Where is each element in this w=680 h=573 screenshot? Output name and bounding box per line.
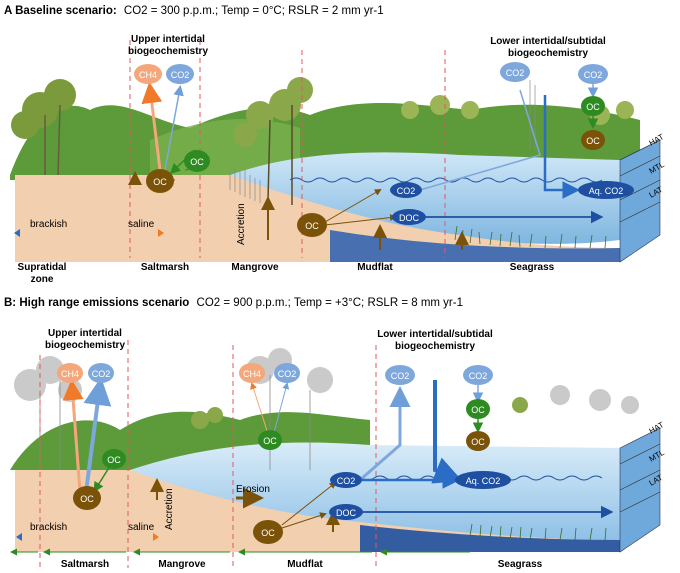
svg-text:OC: OC — [153, 177, 167, 187]
oc-pool-b-saltmarsh — [73, 486, 101, 510]
accretion-label-a: Accretion — [236, 203, 247, 245]
svg-text:DOC: DOC — [336, 508, 357, 518]
co2-pool-a-upper — [166, 64, 194, 84]
svg-text:OC: OC — [586, 102, 600, 112]
svg-text:CO2: CO2 — [469, 371, 488, 381]
erosion-label-b: Erosion — [236, 484, 270, 495]
co2-pool-b-upper — [88, 363, 114, 383]
saline-label-b: saline — [128, 522, 155, 533]
zone-seagrass-b: Seagrass — [498, 559, 543, 570]
co2-pool-b-mangrove — [274, 363, 300, 383]
panel-b-sediment — [15, 470, 620, 552]
svg-text:CO2: CO2 — [506, 68, 525, 78]
zone-mangrove-a: Mangrove — [231, 262, 279, 273]
saline-label-a: saline — [128, 219, 155, 230]
lower-biogeo-header-a: Lower intertidal/subtidal — [490, 36, 606, 47]
oc-pool-b-seagrass — [466, 431, 490, 451]
oc-pool-a-saltmarsh — [146, 169, 174, 193]
zone-mudflat-a: Mudflat — [357, 262, 393, 273]
zone-supratidal-a: Supratidal — [18, 262, 67, 273]
svg-text:CH4: CH4 — [139, 70, 157, 80]
aq-co2-pool-b — [455, 471, 511, 489]
brackish-label-b: brackish — [30, 522, 67, 533]
zone-mangrove-b: Mangrove — [158, 559, 206, 570]
co2-pool-b-lower-right — [463, 365, 493, 385]
ch4-pool-b-mangrove — [239, 363, 265, 383]
oc-green-pool-b-seagrass — [466, 399, 490, 419]
lower-biogeo-header-a-2: biogeochemistry — [508, 48, 588, 59]
oc-green-pool-a-seagrass — [581, 96, 605, 116]
oc-pool-a-mudflat — [297, 213, 327, 237]
svg-text:CH4: CH4 — [243, 369, 261, 379]
panel-b-water — [130, 442, 620, 544]
upper-biogeo-header-b: Upper intertidal — [48, 328, 122, 339]
aq-co2-pool-a — [578, 181, 634, 199]
svg-text:OC: OC — [471, 405, 485, 415]
zone-mudflat-b: Mudflat — [287, 559, 323, 570]
ch4-pool-b — [57, 363, 83, 383]
doc-pool-b — [329, 504, 363, 520]
svg-text:OC: OC — [80, 494, 94, 504]
zone-supratidal-a-2: zone — [31, 274, 54, 285]
co2-pool-a-lower-left — [500, 62, 530, 82]
co2-pool-b-lower-left — [385, 365, 415, 385]
oc-pool-b-mudflat — [253, 520, 283, 544]
panel-b-title: B: High range emissions scenario CO2 = 9… — [4, 297, 463, 309]
svg-text:Aq. CO2: Aq. CO2 — [589, 186, 624, 196]
zone-seagrass-a: Seagrass — [510, 262, 555, 273]
brackish-label-a: brackish — [30, 219, 67, 230]
upper-biogeo-header-a: Upper intertidal — [131, 34, 205, 45]
panel-a-title: A Baseline scenario: CO2 = 300 p.p.m.; T… — [4, 5, 384, 17]
co2-pool-a-mudflat — [390, 182, 422, 198]
svg-text:OC: OC — [471, 437, 485, 447]
upper-biogeo-header-a-2: biogeochemistry — [128, 46, 208, 57]
panel-a-flux-arrows — [128, 82, 604, 250]
svg-text:DOC: DOC — [399, 213, 420, 223]
co2-pool-b-mudflat — [330, 472, 362, 488]
panel-b-pools: CH4 CO2 OC OC CH4 CO2 OC OC CO2 DOC CO2 … — [57, 363, 511, 544]
panel-b-block-side — [619, 427, 661, 553]
ch4-pool-a — [134, 64, 162, 84]
panel-a-block-side — [619, 139, 661, 263]
svg-text:OC: OC — [261, 528, 275, 538]
oc-pool-a-seagrass — [581, 130, 605, 150]
svg-text:CO2: CO2 — [278, 369, 297, 379]
zone-saltmarsh-a: Saltmarsh — [141, 262, 189, 273]
svg-text:CO2: CO2 — [584, 70, 603, 80]
svg-text:CO2: CO2 — [171, 70, 190, 80]
svg-text:OC: OC — [586, 136, 600, 146]
doc-pool-a — [392, 209, 426, 225]
svg-text:OC: OC — [190, 157, 204, 167]
oc-green-pool-b-mangrove — [258, 430, 282, 450]
panel-b-flux-arrows — [62, 377, 614, 532]
accretion-label-b: Accretion — [164, 488, 175, 530]
svg-text:CO2: CO2 — [391, 371, 410, 381]
upper-biogeo-header-b-2: biogeochemistry — [45, 340, 125, 351]
svg-text:CO2: CO2 — [397, 186, 416, 196]
svg-text:CO2: CO2 — [337, 476, 356, 486]
lower-biogeo-header-b: Lower intertidal/subtidal — [377, 329, 493, 340]
panel-a-water — [230, 152, 620, 244]
panel-b-zone-dividers — [39, 340, 377, 568]
oc-green-pool-a — [184, 150, 210, 172]
svg-text:CO2: CO2 — [92, 369, 111, 379]
svg-text:Aq. CO2: Aq. CO2 — [466, 476, 501, 486]
svg-text:OC: OC — [107, 455, 121, 465]
svg-text:CH4: CH4 — [61, 369, 79, 379]
svg-text:OC: OC — [263, 436, 277, 446]
oc-green-pool-b — [102, 449, 126, 469]
lower-biogeo-header-b-2: biogeochemistry — [395, 341, 475, 352]
panel-a-pools: CH4 CO2 OC OC OC CO2 DOC CO2 CO2 OC OC A… — [134, 62, 634, 237]
co2-pool-a-lower-right — [578, 64, 608, 84]
panel-a-trees — [11, 77, 634, 249]
zone-saltmarsh-b: Saltmarsh — [61, 559, 109, 570]
svg-text:OC: OC — [305, 221, 319, 231]
